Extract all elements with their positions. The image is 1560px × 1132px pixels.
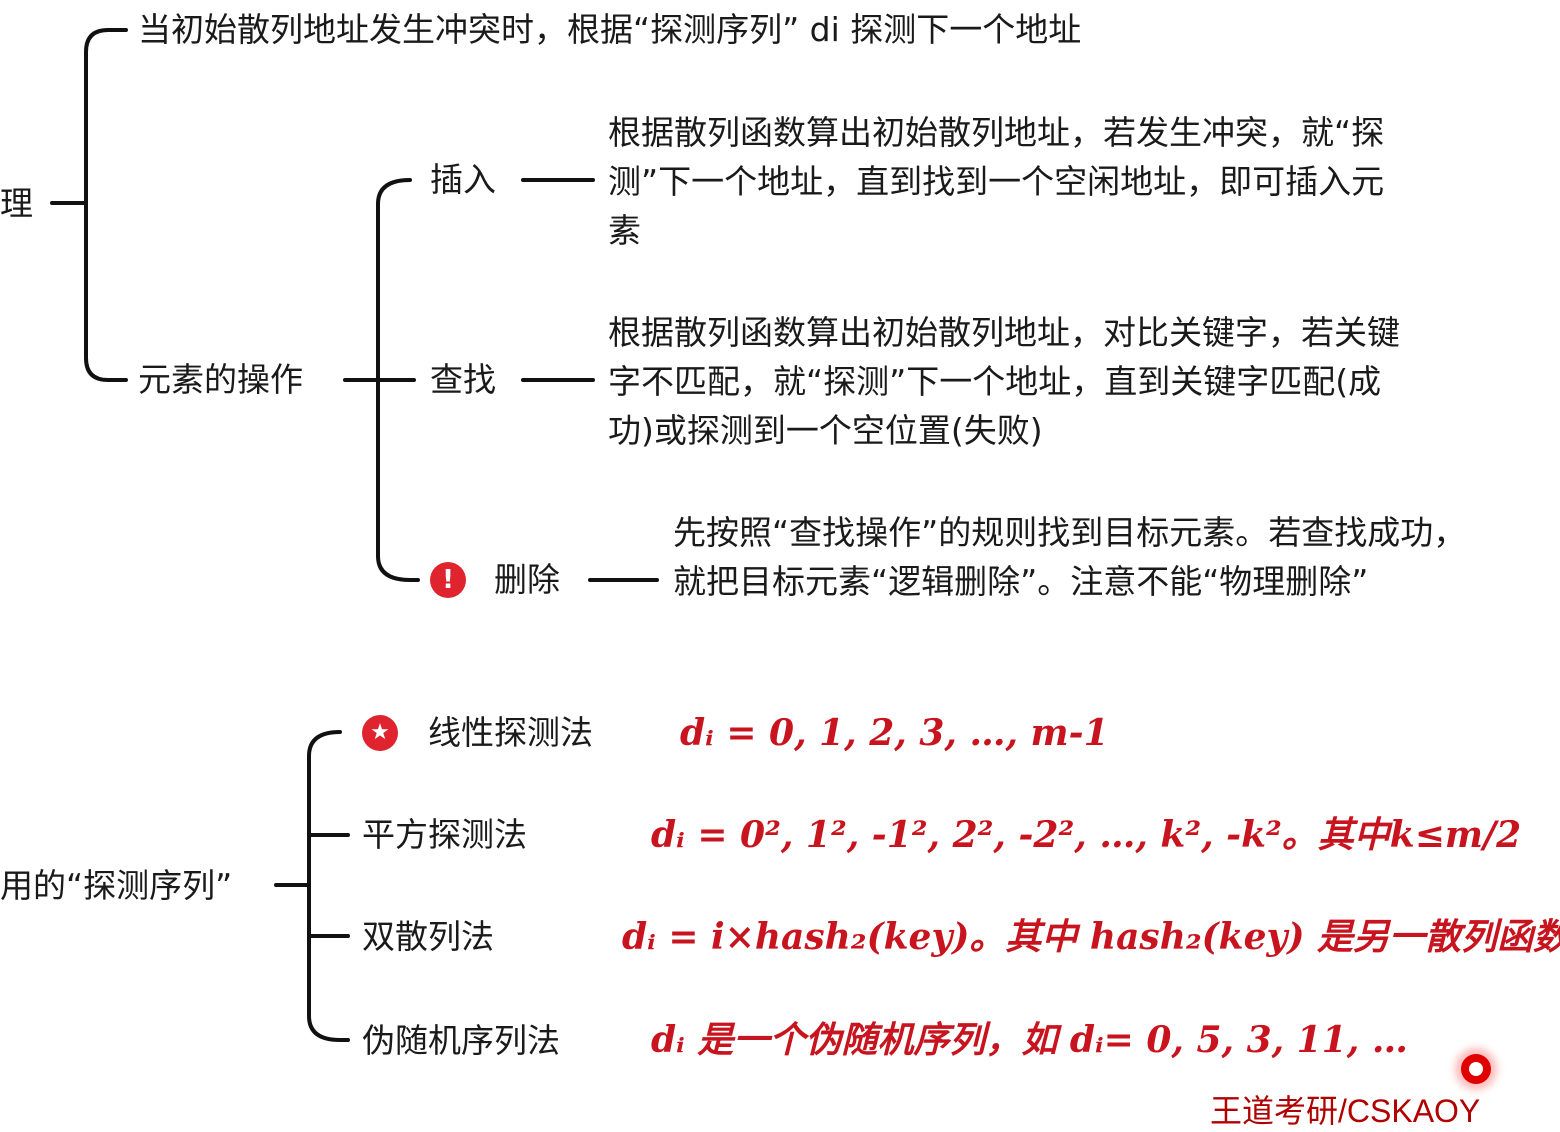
quadratic-probe-label: 平方探测法 <box>362 815 527 854</box>
sequences-label: 用的“探测序列” <box>0 866 233 905</box>
insert-label: 插入 <box>430 160 496 199</box>
pseudo-random-formula: dᵢ 是一个伪随机序列，如 dᵢ= 0, 5, 3, 11, … <box>651 1019 1408 1061</box>
insert-description: 根据散列函数算出初始散列地址，若发生冲突，就“探测”下一个地址，直到找到一个空闲… <box>608 113 1385 250</box>
pseudo-random-label: 伪随机序列法 <box>362 1021 560 1060</box>
principle-label: 理 <box>0 184 33 223</box>
pointer-cursor-icon <box>1461 1054 1491 1084</box>
linear-probe-formula: dᵢ = 0, 1, 2, 3, …, m-1 <box>680 712 1109 754</box>
watermark: 王道考研/CSKAOY <box>1210 1093 1481 1129</box>
double-hash-label: 双散列法 <box>362 917 494 956</box>
operations-label: 元素的操作 <box>138 360 303 399</box>
linear-probe-label: 线性探测法 <box>428 713 593 752</box>
search-description: 根据散列函数算出初始散列地址，对比关键字，若关键字不匹配，就“探测”下一个地址，… <box>608 313 1400 450</box>
delete-label: 删除 <box>494 560 560 599</box>
quadratic-probe-formula: dᵢ = 0², 1², -1², 2², -2², …, k², -k²。其中… <box>651 814 1522 856</box>
star-icon: ★ <box>362 715 398 751</box>
exclamation-icon: ! <box>430 562 466 598</box>
delete-description: 先按照“查找操作”的规则找到目标元素。若查找成功，就把目标元素“逻辑删除”。注意… <box>673 513 1467 601</box>
principle-description: 当初始散列地址发生冲突时，根据“探测序列” di 探测下一个地址 <box>138 10 1082 49</box>
search-label: 查找 <box>430 360 496 399</box>
double-hash-formula: dᵢ = i×hash₂(key)。其中 hash₂(key) 是另一散列函数 <box>622 916 1560 958</box>
tree-connectors <box>50 28 659 1042</box>
